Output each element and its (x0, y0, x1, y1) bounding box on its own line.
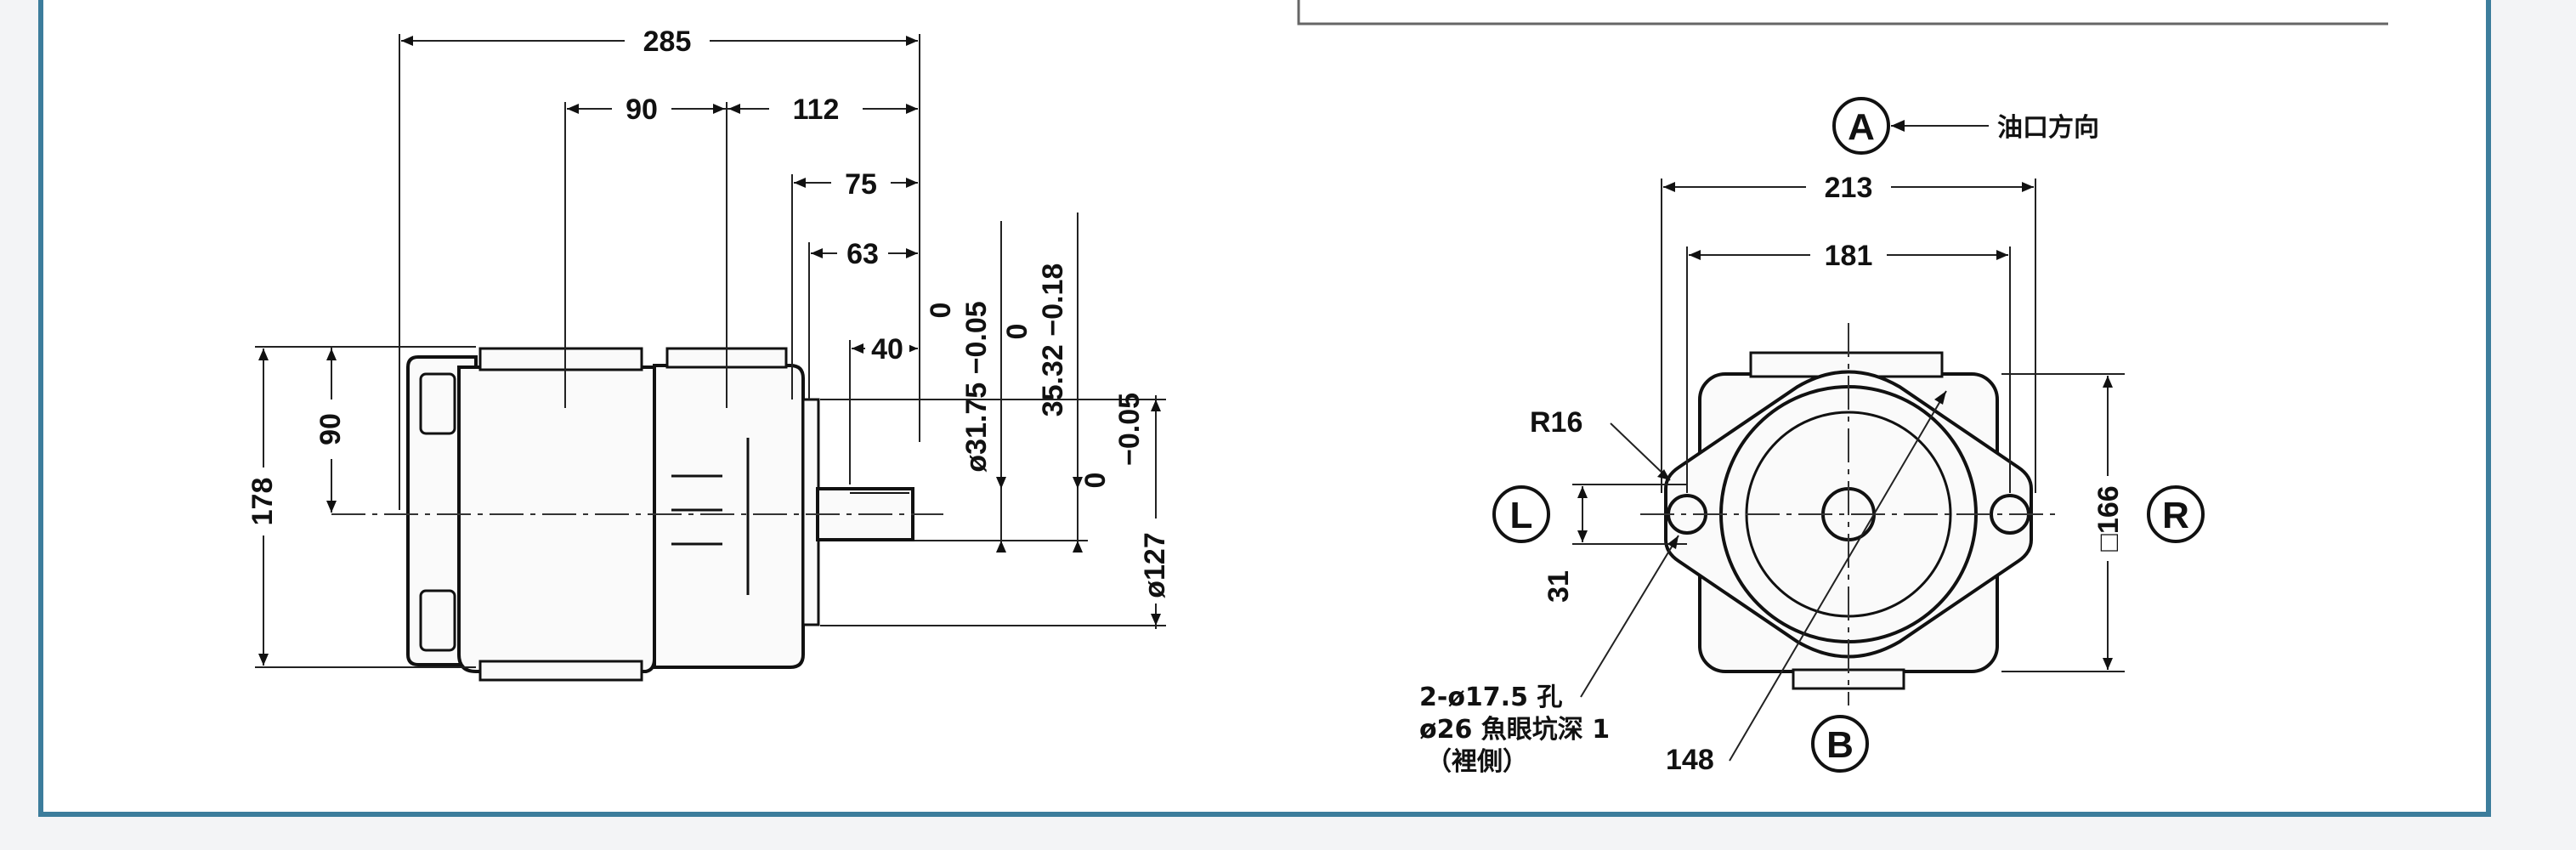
dim-90-vertical: 90 (314, 413, 347, 445)
dim-112: 112 (793, 94, 840, 126)
bg-213 (1806, 168, 1891, 206)
pilot-dia: ø127 (1139, 532, 1171, 598)
port-direction-note: 油口方向 (1997, 113, 2099, 143)
body-bottom-flange (478, 660, 643, 682)
bg-166 (2089, 476, 2126, 561)
arrows-63 (811, 248, 918, 258)
hole-note-line1: 2-ø17.5 孔 (1419, 683, 1562, 712)
port-b-marker (1811, 715, 1869, 773)
dim-75: 75 (845, 168, 877, 201)
rear-cover-boss-top (419, 372, 456, 435)
front-cover-outline (653, 364, 805, 669)
bg-63 (837, 235, 888, 271)
pump-body-outline (457, 366, 667, 673)
r16-leader (1610, 422, 1671, 481)
port-r-marker (2147, 485, 2205, 543)
dim-166: □166 (2092, 485, 2125, 551)
dim-178: 178 (246, 478, 279, 526)
dim-181: 181 (1825, 240, 1873, 272)
bg-pilot-dia (1135, 518, 1172, 604)
bg-75 (831, 165, 891, 201)
dim-31: 31 (1543, 570, 1575, 603)
dim-63: 63 (846, 238, 879, 270)
bg-178 (245, 468, 282, 536)
port-a-label: A (1848, 106, 1875, 148)
bg-40 (865, 332, 909, 366)
port-l-label: L (1510, 495, 1533, 536)
dim-40: 40 (871, 333, 903, 366)
side-view: 285 90 112 75 63 40 178 90 (245, 20, 1172, 682)
bg-90 (612, 90, 671, 126)
port-l-marker (1492, 485, 1550, 543)
shaft-dia: ø31.75 −0.05 (960, 301, 993, 472)
hole-note-arrow (1667, 536, 1679, 549)
port-a-arrowhead (1891, 120, 1905, 132)
key-tol-upper: 0 (1001, 324, 1033, 340)
dim-90-top: 90 (626, 94, 658, 126)
body-top-flange (478, 347, 643, 371)
bg-90-vertical (313, 400, 350, 459)
hole-note-line3: （裡側） (1426, 747, 1528, 777)
bg-112 (769, 90, 863, 126)
hole-note-leader (1580, 535, 1679, 698)
pcd-leader (1729, 390, 1947, 762)
table-edge-line (1297, 0, 2388, 26)
port-b-label: B (1826, 724, 1854, 766)
dim-r16: R16 (1530, 406, 1582, 439)
hole-note-line2: ø26 魚眼坑深 1 (1419, 715, 1610, 745)
front-view: 148 A 油口方向 213 181 R16 L 31 (1419, 97, 2205, 777)
arrows-31 (1577, 486, 1588, 542)
bg-285 (625, 20, 710, 58)
dim-213: 213 (1825, 172, 1873, 204)
shaft-dia-tol-upper: 0 (925, 303, 957, 319)
r16-arrow (1657, 469, 1670, 480)
dim-148: 148 (1666, 744, 1714, 776)
pilot-tol-upper: 0 (1079, 473, 1112, 489)
port-r-label: R (2162, 495, 2189, 536)
pilot-tol-lower: −0.05 (1113, 393, 1146, 466)
port-a-marker (1832, 97, 1890, 155)
frame-border (38, 0, 2491, 817)
key-dim: 35.32 −0.18 (1037, 264, 1069, 417)
rear-cover-boss-bottom (419, 589, 456, 652)
drawing-sheet (38, 0, 2490, 816)
dim-285: 285 (643, 26, 692, 58)
pcd-arrow (1934, 391, 1946, 405)
bg-181 (1810, 236, 1887, 274)
